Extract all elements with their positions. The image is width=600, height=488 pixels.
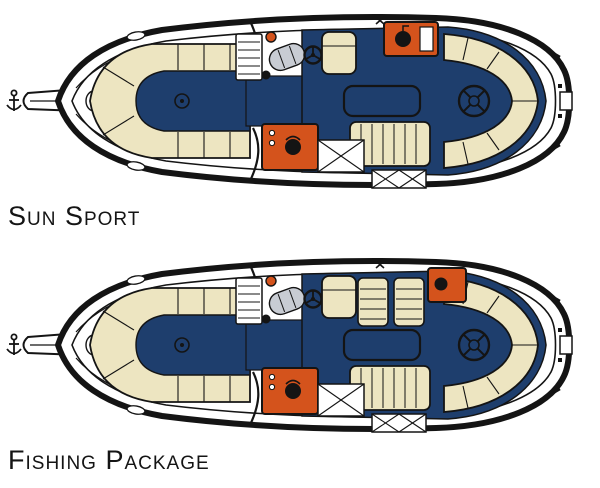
boat-base	[7, 261, 572, 432]
sun-sport-floorplan: Sun Sport	[0, 0, 600, 232]
sun-sport-label: Sun Sport	[8, 201, 141, 231]
sun-sport-diagram	[0, 0, 600, 200]
fishing-package-floorplan: Fishing Package	[0, 244, 600, 476]
bait-station	[427, 266, 467, 303]
jump-seat-starboard	[393, 276, 425, 327]
fishing-package-label: Fishing Package	[8, 444, 210, 475]
jump-seat-port	[357, 276, 389, 327]
boat-base	[7, 17, 572, 188]
fishing-package-diagram	[0, 244, 600, 444]
wet-bar-unit	[383, 21, 439, 57]
